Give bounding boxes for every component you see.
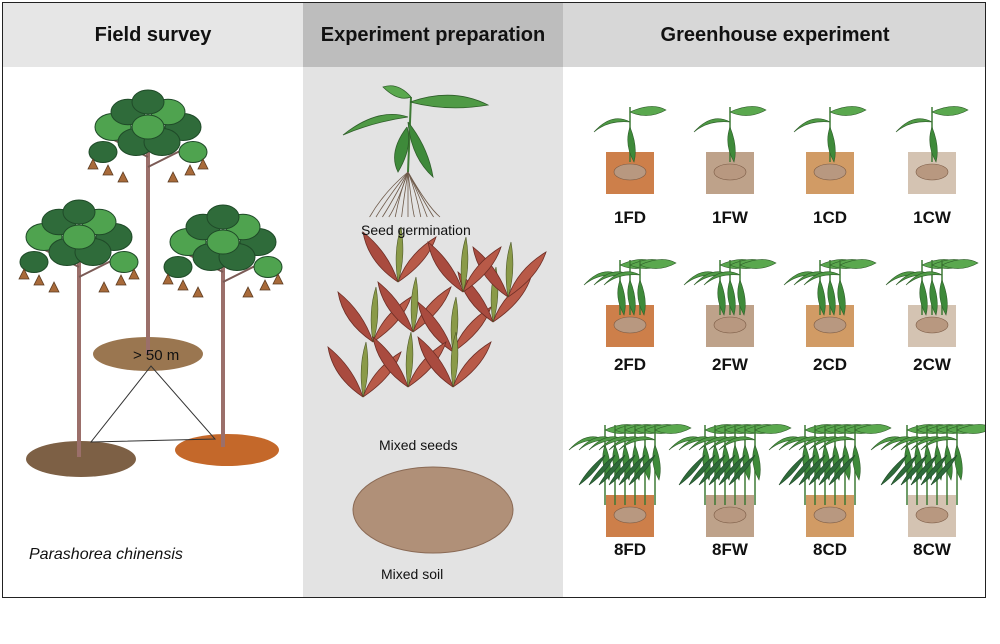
treatment-label-1FW: 1FW xyxy=(712,208,748,227)
experiment-preparation-title: Experiment preparation xyxy=(303,3,563,67)
field-survey-title: Field survey xyxy=(3,3,303,67)
tree-left xyxy=(18,199,140,457)
step-mixed-soil: Mixed soil xyxy=(381,566,444,582)
treatment-label-2CD: 2CD xyxy=(812,355,847,374)
preparation-illustration xyxy=(327,85,547,554)
pot-2FD xyxy=(583,259,677,347)
mixed-seeds-icon xyxy=(327,226,547,398)
figure-frame: Field survey > 50 m Parashorea chinensis… xyxy=(2,2,986,598)
pot-8CW xyxy=(870,424,985,537)
treatment-label-8FW: 8FW xyxy=(712,540,748,559)
treatment-label-8CD: 8CD xyxy=(812,540,847,559)
field-illustration xyxy=(18,89,284,477)
treatment-label-1CD: 1CD xyxy=(812,208,847,227)
greenhouse-illustration xyxy=(568,106,985,537)
tree-center xyxy=(87,89,209,354)
pot-2CW xyxy=(885,259,979,347)
treatment-label-1CW: 1CW xyxy=(913,208,951,227)
pot-8FD xyxy=(568,424,692,537)
treatment-label-2FD: 2FD xyxy=(613,355,647,374)
treatment-label-2FW: 2FW xyxy=(712,355,748,374)
pot-2FW xyxy=(683,259,777,347)
greenhouse-experiment-title: Greenhouse experiment xyxy=(563,3,985,67)
distance-triangle xyxy=(89,365,217,443)
pot-1CW xyxy=(895,106,969,194)
experiment-preparation-panel: Experiment preparation Seed germination … xyxy=(303,3,563,597)
pot-8FW xyxy=(668,424,792,537)
treatment-label-1FD: 1FD xyxy=(613,208,647,227)
greenhouse-experiment-panel: Greenhouse experiment 1FD 1FW 1CD 1CW 2FD 2FW… xyxy=(563,3,985,597)
species-name: Parashorea chinensis xyxy=(29,546,183,563)
treatment-label-8CW: 8CW xyxy=(913,540,951,559)
step-mixed-seeds: Mixed seeds xyxy=(379,437,458,453)
pot-1CD xyxy=(793,106,867,194)
soil-mound-right xyxy=(175,434,279,466)
field-survey-panel: Field survey > 50 m Parashorea chinensis xyxy=(3,3,303,597)
step-seed-germination: Seed germination xyxy=(361,222,471,238)
treatment-label-8FD: 8FD xyxy=(613,540,647,559)
distance-label: > 50 m xyxy=(133,347,180,364)
pot-8CD xyxy=(768,424,892,537)
pot-2CD xyxy=(783,259,877,347)
mixed-soil-icon xyxy=(352,466,514,554)
pot-1FW xyxy=(693,106,767,194)
pot-1FD xyxy=(593,106,667,194)
tree-right xyxy=(162,204,284,447)
germinated-seedling-icon xyxy=(342,85,490,218)
soil-mound-left xyxy=(26,441,136,477)
treatment-label-2CW: 2CW xyxy=(913,355,951,374)
